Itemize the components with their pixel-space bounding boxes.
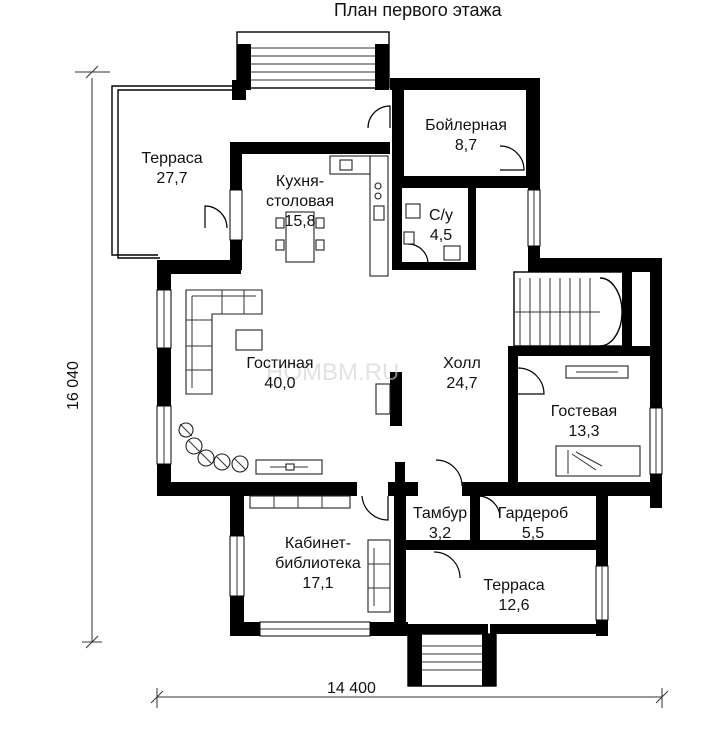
- room-terrace-top: Терраса 27,7: [141, 150, 202, 187]
- kitchen-name-line2: столовая: [266, 193, 334, 210]
- horizontal-dimension: 14 400: [150, 680, 669, 708]
- wc-name: С/у: [429, 207, 453, 224]
- height-dimension-label: 16 040: [65, 361, 82, 410]
- dining-table: [275, 211, 325, 263]
- room-wc: С/у 4,5: [429, 207, 453, 244]
- room-living: Гостиная 40,0: [246, 355, 313, 392]
- room-study: Кабинет- библиотека 17,1: [275, 535, 361, 592]
- study-name-line1: Кабинет-: [285, 535, 351, 552]
- room-wardrobe: Гардероб 5,5: [498, 505, 568, 542]
- guest-area: 13,3: [568, 423, 599, 440]
- boiler-name: Бойлерная: [425, 117, 507, 134]
- wc-area: 4,5: [430, 227, 452, 244]
- bottom-porch: [407, 633, 497, 687]
- terrace-bottom-name: Терраса: [483, 577, 544, 594]
- guest-furniture: [555, 365, 641, 477]
- living-sofa: [185, 289, 263, 395]
- study-name-line2: библиотека: [275, 555, 361, 572]
- study-furniture: [249, 495, 391, 613]
- room-hall: Холл 24,7: [443, 355, 481, 392]
- room-kitchen: Кухня- столовая 15,8: [266, 173, 334, 230]
- windows: [156, 189, 663, 637]
- guest-name: Гостевая: [551, 403, 617, 420]
- vestibule-name: Тамбур: [413, 505, 467, 522]
- study-area: 17,1: [302, 575, 333, 592]
- vertical-dimension: 16 040: [65, 65, 110, 649]
- tv-console: [255, 459, 323, 475]
- living-area: 40,0: [264, 375, 295, 392]
- watermark-logo: HOMBM.RU: [266, 359, 399, 386]
- hall-stand: [375, 383, 391, 415]
- wc-fixtures: [403, 203, 461, 261]
- terrace-top-area: 27,7: [156, 170, 187, 187]
- hall-area: 24,7: [446, 375, 477, 392]
- room-boiler: Бойлерная 8,7: [425, 117, 507, 154]
- top-porch: [236, 31, 390, 90]
- terrace-top-outline: [111, 85, 233, 259]
- kitchen-name-line1: Кухня-: [276, 173, 324, 190]
- width-dimension-label: 14 400: [327, 680, 376, 697]
- staircase: [513, 271, 625, 347]
- kitchen-counter: [329, 155, 389, 277]
- room-terrace-bottom: Терраса 12,6: [483, 577, 544, 614]
- room-vestibule: Тамбур 3,2: [413, 505, 467, 542]
- room-guest: Гостевая 13,3: [551, 403, 617, 440]
- boiler-area: 8,7: [455, 137, 477, 154]
- plan-title: План первого этажа: [334, 0, 503, 20]
- coffee-table: [235, 329, 263, 351]
- terrace-top-name: Терраса: [141, 150, 202, 167]
- plants: [178, 422, 249, 473]
- kitchen-area: 15,8: [284, 213, 315, 230]
- terrace-bottom-area: 12,6: [498, 597, 529, 614]
- living-name: Гостиная: [246, 355, 313, 372]
- wardrobe-name: Гардероб: [498, 505, 568, 522]
- hall-name: Холл: [443, 355, 481, 372]
- wardrobe-area: 5,5: [522, 525, 544, 542]
- vestibule-area: 3,2: [429, 525, 451, 542]
